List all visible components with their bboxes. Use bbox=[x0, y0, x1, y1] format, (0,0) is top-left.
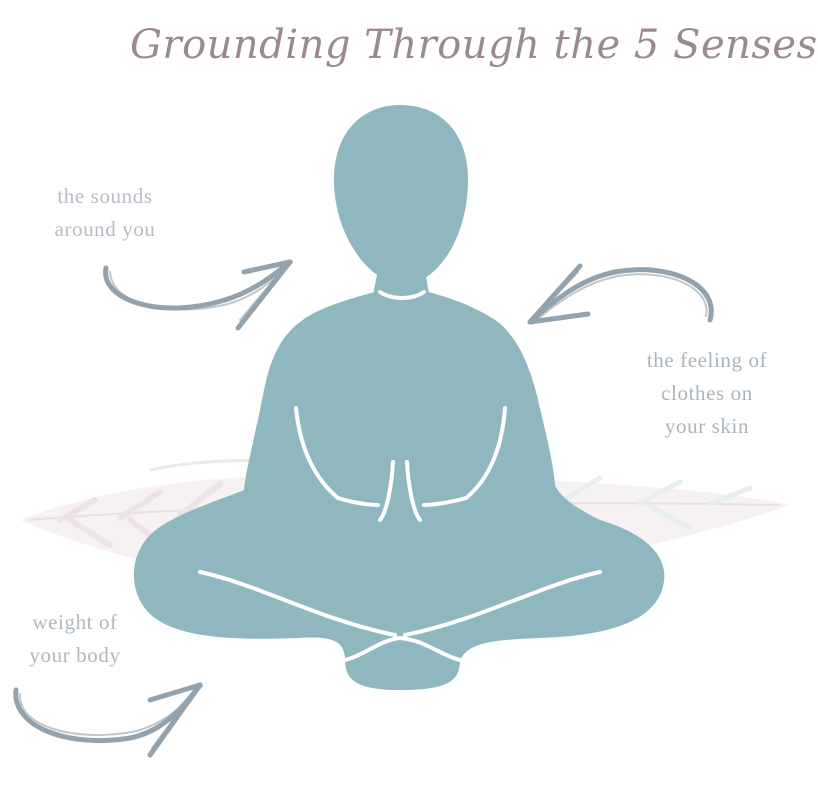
label-sounds-line-2: around you bbox=[54, 217, 156, 241]
grounding-diagram: Grounding Through the 5 Senses the sound… bbox=[10, 22, 818, 758]
label-clothes-line-2: clothes on bbox=[661, 381, 753, 405]
label-sounds: the sounds around you bbox=[40, 180, 170, 246]
illustration bbox=[13, 105, 790, 758]
label-clothes: the feeling of clothes on your skin bbox=[632, 344, 782, 443]
label-clothes-line-3: your skin bbox=[664, 414, 750, 438]
meditating-figure-icon bbox=[133, 105, 665, 690]
label-weight-line-1: weight of bbox=[32, 610, 118, 634]
label-weight: weight of your body bbox=[10, 606, 140, 672]
label-weight-line-2: your body bbox=[29, 643, 121, 667]
page-title: Grounding Through the 5 Senses bbox=[130, 22, 818, 68]
arrow-to-weight bbox=[13, 682, 203, 758]
arrow-to-clothes bbox=[527, 263, 714, 325]
label-clothes-line-1: the feeling of bbox=[646, 348, 768, 372]
label-sounds-line-1: the sounds bbox=[57, 184, 153, 208]
figure-detail-lines bbox=[198, 290, 602, 662]
arrow-to-sounds bbox=[103, 259, 293, 331]
